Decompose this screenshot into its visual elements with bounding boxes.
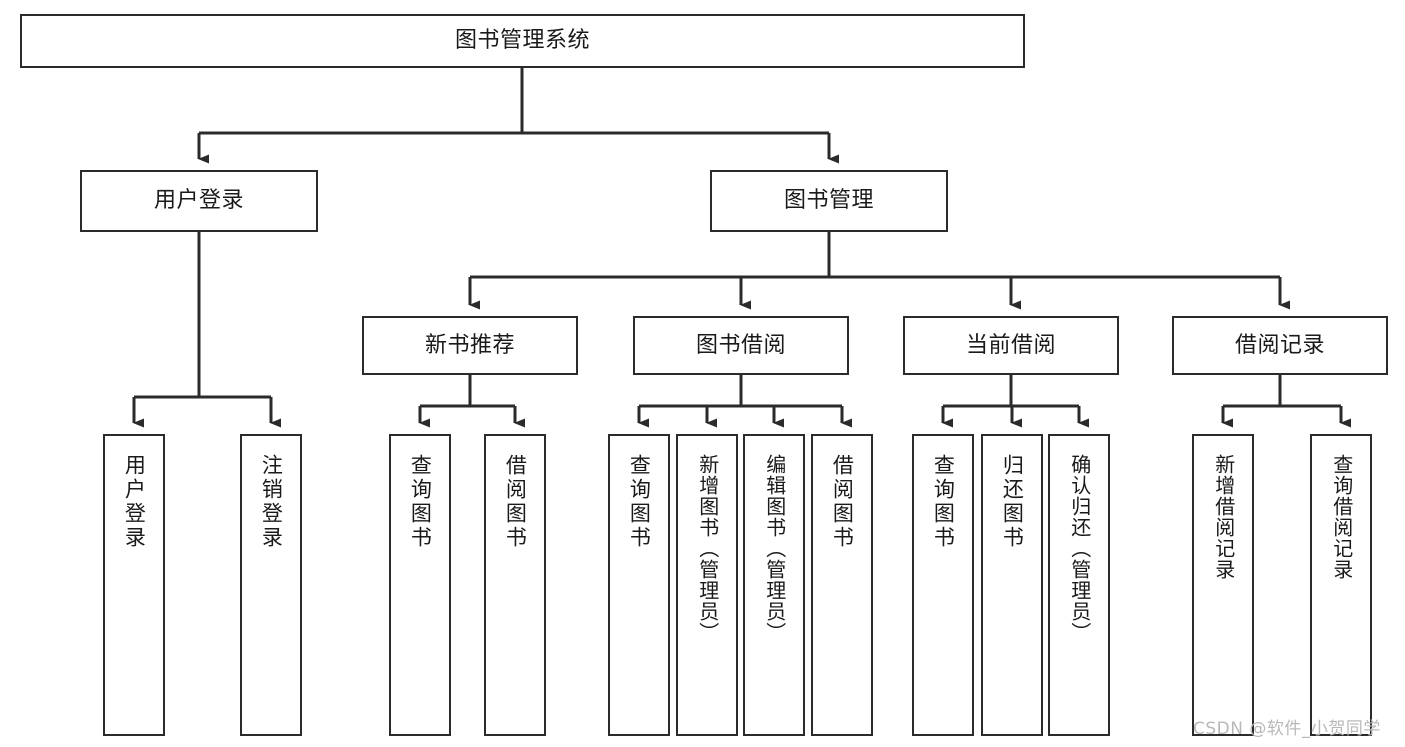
- node-user-login-label: 用户登录: [153, 188, 244, 214]
- leaf-confirm-return-admin-label: 确认归还（管理员）: [1067, 454, 1092, 643]
- node-current-borrow[interactable]: 当前借阅: [903, 316, 1119, 375]
- node-borrow-record[interactable]: 借阅记录: [1172, 316, 1388, 375]
- node-new-book-recommend[interactable]: 新书推荐: [362, 316, 578, 375]
- leaf-confirm-return-admin[interactable]: 确认归还（管理员）: [1048, 434, 1110, 736]
- leaf-add-book-admin-label: 新增图书（管理员）: [695, 454, 720, 643]
- node-book-management[interactable]: 图书管理: [710, 170, 948, 232]
- node-book-borrow[interactable]: 图书借阅: [633, 316, 849, 375]
- leaf-edit-book-admin[interactable]: 编辑图书（管理员）: [743, 434, 805, 736]
- leaf-query-book-borrow[interactable]: 查询图书: [608, 434, 670, 736]
- csdn-watermark: CSDN @软件_小贺同学: [1193, 719, 1381, 739]
- leaf-query-book-recommend[interactable]: 查询图书: [389, 434, 451, 736]
- leaf-borrow-book[interactable]: 借阅图书: [811, 434, 873, 736]
- leaf-query-borrow-record-label: 查询借阅记录: [1329, 454, 1354, 580]
- leaf-return-book-label: 归还图书: [1000, 454, 1025, 550]
- leaf-edit-book-admin-label: 编辑图书（管理员）: [762, 454, 787, 643]
- leaf-borrow-book-label: 借阅图书: [830, 454, 855, 550]
- leaf-return-book[interactable]: 归还图书: [981, 434, 1043, 736]
- node-book-borrow-label: 图书借阅: [695, 332, 786, 358]
- leaf-user-logout[interactable]: 注销登录: [240, 434, 302, 736]
- node-root-label: 图书管理系统: [454, 28, 590, 54]
- node-new-book-recommend-label: 新书推荐: [424, 332, 515, 358]
- node-user-login[interactable]: 用户登录: [80, 170, 318, 232]
- leaf-add-borrow-record-label: 新增借阅记录: [1211, 454, 1236, 580]
- leaf-add-borrow-record[interactable]: 新增借阅记录: [1192, 434, 1254, 736]
- leaf-query-book-recommend-label: 查询图书: [408, 454, 433, 550]
- leaf-query-book-current-label: 查询图书: [931, 454, 956, 550]
- leaf-query-borrow-record[interactable]: 查询借阅记录: [1310, 434, 1372, 736]
- leaf-user-login-label: 用户登录: [122, 454, 147, 550]
- leaf-borrow-book-recommend[interactable]: 借阅图书: [484, 434, 546, 736]
- leaf-user-logout-label: 注销登录: [259, 454, 284, 550]
- leaf-query-book-current[interactable]: 查询图书: [912, 434, 974, 736]
- leaf-borrow-book-recommend-label: 借阅图书: [503, 454, 528, 550]
- node-current-borrow-label: 当前借阅: [965, 332, 1056, 358]
- leaf-user-login[interactable]: 用户登录: [103, 434, 165, 736]
- leaf-add-book-admin[interactable]: 新增图书（管理员）: [676, 434, 738, 736]
- node-root[interactable]: 图书管理系统: [20, 14, 1025, 68]
- leaf-query-book-borrow-label: 查询图书: [627, 454, 652, 550]
- connector-lines: [132, 68, 1351, 428]
- node-borrow-record-label: 借阅记录: [1234, 332, 1325, 358]
- node-book-management-label: 图书管理: [783, 188, 874, 214]
